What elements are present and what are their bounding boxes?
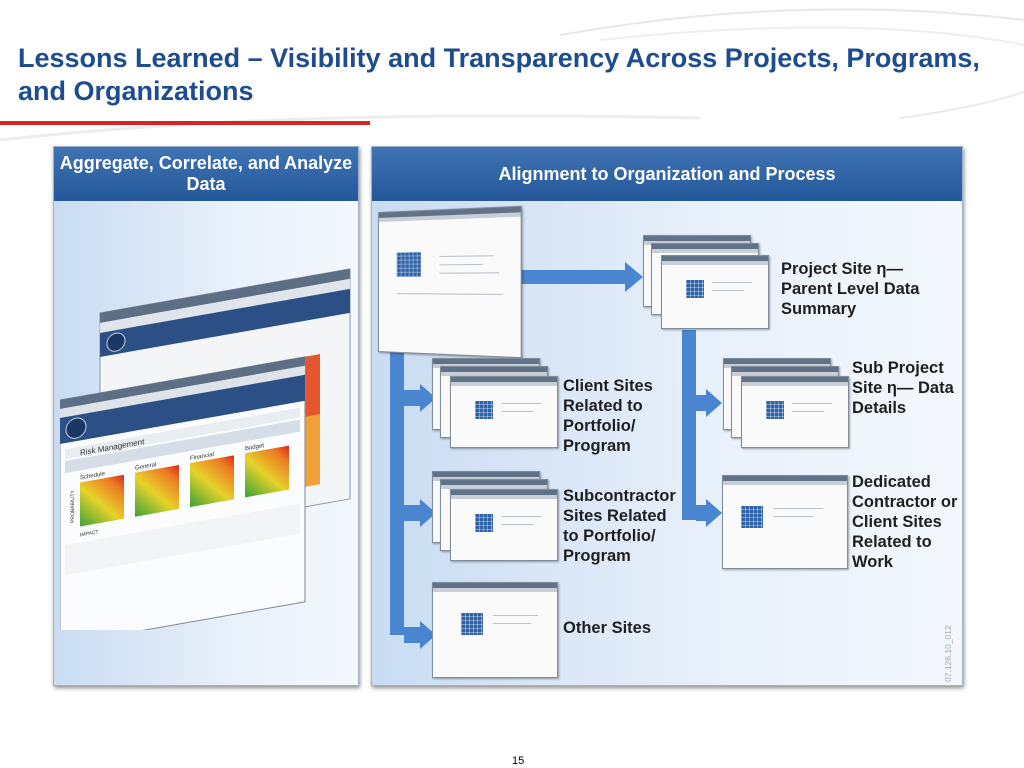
probability-axis-label: PROBABILITY [70,489,76,523]
right-panel-header: Alignment to Organization and Process [372,147,962,201]
risk-dashboard-screenshots: Risk Management Schedule General Financi… [60,268,351,630]
label-subcontractor-sites: Subcontractor Sites Related to Portfolio… [563,487,676,565]
chart-title-general: General [135,462,156,472]
figure-id: 07.126.10_012 [943,625,953,682]
heatmap-budget: Budget [245,443,289,498]
chart-title-financial: Financial [190,452,214,462]
slide-title: Lessons Learned – Visibility and Transpa… [18,43,980,106]
chart-title-budget: Budget [245,443,264,452]
page-number: 15 [512,755,525,767]
label-dedicated-sites: Dedicated Contractor or Client Sites Rel… [852,473,958,571]
chart-title-schedule: Schedule [80,471,106,481]
heatmap-general: General [135,462,179,517]
source-site-screenshot [378,205,522,359]
heatmap-financial: Financial [190,452,234,508]
title-rule [0,121,370,125]
label-other-sites: Other Sites [563,619,652,637]
front-screenshot-window [60,356,306,630]
label-client-sites: Client Sites Related to Portfolio/ Progr… [563,377,653,455]
impact-axis-label: IMPACT [80,529,98,538]
left-panel-header: Aggregate, Correlate, and Analyze Data [54,147,358,201]
label-sub-project-site: Sub Project Site η— Data Details [852,359,954,417]
label-project-site: Project Site η— Parent Level Data Summar… [781,260,920,318]
heatmap-schedule: Schedule [80,471,124,527]
